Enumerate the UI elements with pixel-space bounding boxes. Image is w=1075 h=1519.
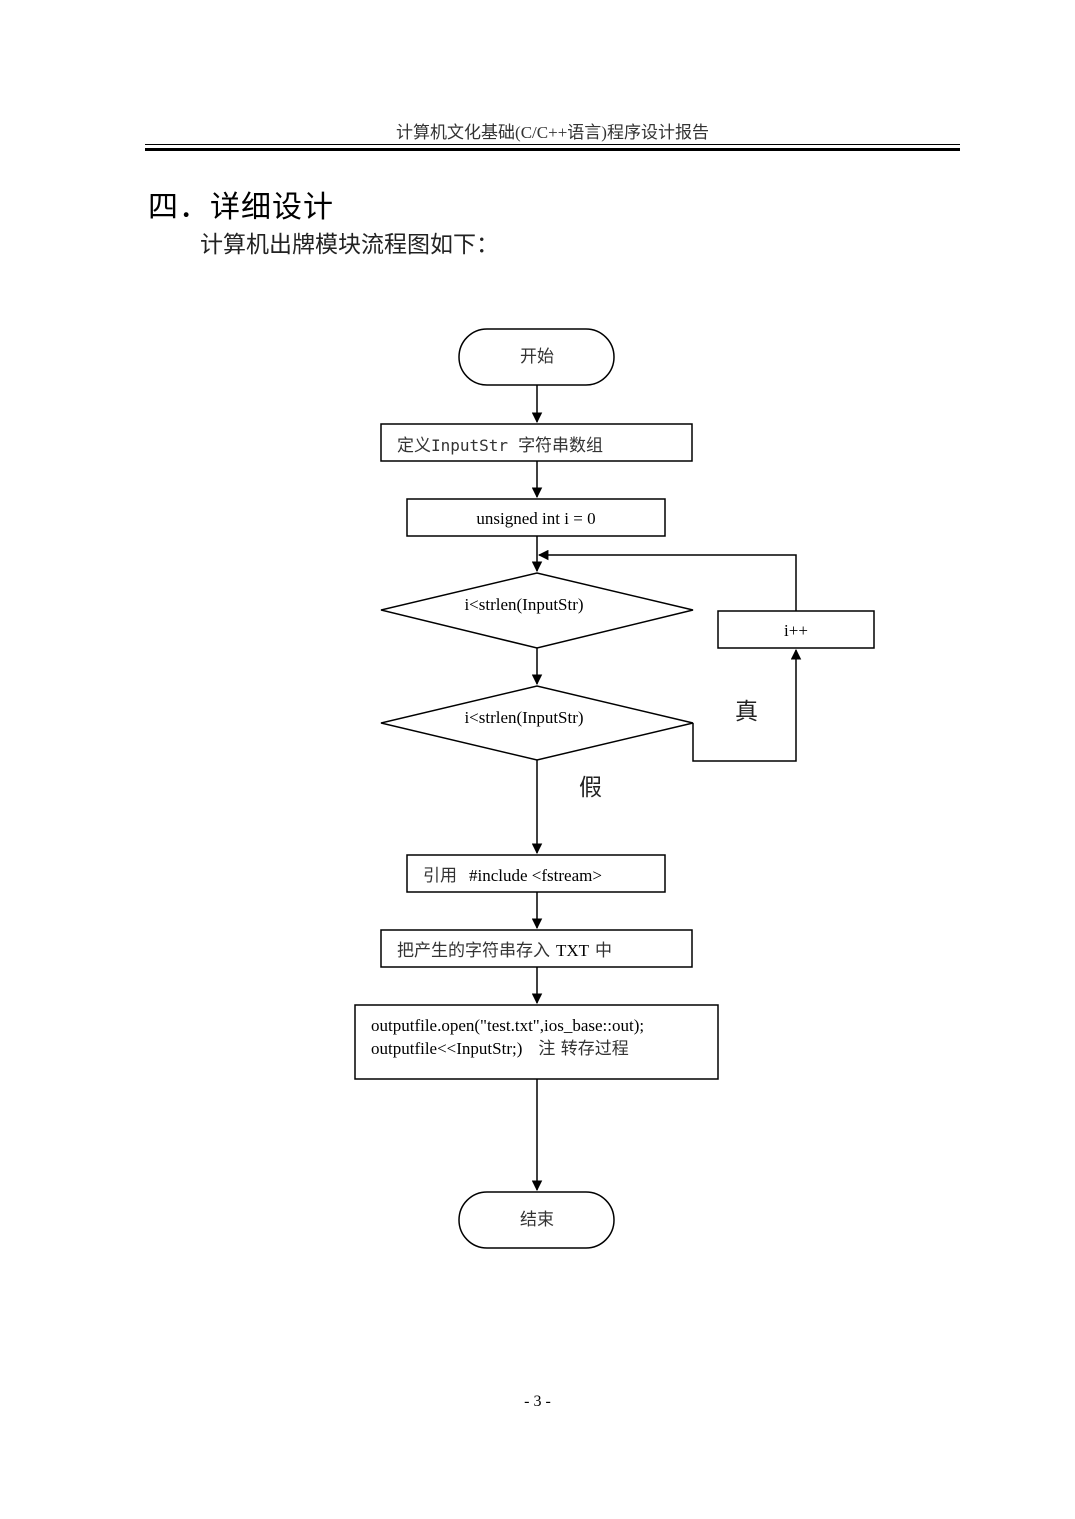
output-line-2-code: outputfile<<InputStr;) <box>371 1039 522 1058</box>
define-prefix: 定义 <box>397 436 431 456</box>
output-line-2-note: 注 转存过程 <box>538 1039 628 1059</box>
section-intro: 计算机出牌模块流程图如下： <box>200 232 499 258</box>
page-number: - 3 - <box>524 1393 551 1410</box>
end-terminal: 结束 <box>458 1191 615 1249</box>
branch-false-label: 假 <box>579 775 602 801</box>
define-var: InputStr <box>431 436 508 455</box>
arrow-true-to-increment <box>692 648 802 762</box>
arrow-loop-back <box>537 549 797 611</box>
increment-box: i++ <box>717 610 875 649</box>
start-terminal: 开始 <box>458 328 615 386</box>
header-rule-thin <box>145 144 960 145</box>
store-label: 把产生的字符串存入 TXT 中 <box>397 941 612 961</box>
start-label: 开始 <box>520 347 554 367</box>
include-code: #include <fstream> <box>469 866 602 885</box>
branch-true-label: 真 <box>735 699 758 725</box>
output-line-2: outputfile<<InputStr;) 注 转存过程 <box>371 1039 629 1059</box>
report-header-title: 计算机文化基础(C/C++语言)程序设计报告 <box>396 123 709 142</box>
init-label: unsigned int i = 0 <box>476 509 595 528</box>
end-label: 结束 <box>520 1210 554 1230</box>
output-file-box: outputfile.open("test.txt",ios_base::out… <box>354 1004 719 1080</box>
define-label: 定义InputStr 字符串数组 <box>397 436 603 456</box>
header-rule-thick <box>145 148 960 151</box>
store-to-txt-box: 把产生的字符串存入 TXT 中 <box>380 929 693 968</box>
include-fstream-box: 引用 #include <fstream> <box>406 854 666 893</box>
include-prefix: 引用 <box>423 866 457 886</box>
store-txt: TXT <box>556 941 590 960</box>
store-suffix: 中 <box>595 941 612 961</box>
output-line-1: outputfile.open("test.txt",ios_base::out… <box>371 1016 644 1035</box>
increment-label: i++ <box>784 621 808 640</box>
define-inputstr-box: 定义InputStr 字符串数组 <box>380 423 693 462</box>
loop-condition-diamond: i<strlen(InputStr) <box>380 572 694 649</box>
condition-2-label: i<strlen(InputStr) <box>464 708 583 727</box>
define-suffix: 字符串数组 <box>518 436 603 456</box>
include-label: 引用 #include <fstream> <box>423 866 602 886</box>
branch-condition-diamond: i<strlen(InputStr) <box>380 685 694 761</box>
condition-1-label: i<strlen(InputStr) <box>464 595 583 614</box>
init-counter-box: unsigned int i = 0 <box>406 498 666 537</box>
section-title: 四．详细设计 <box>148 190 334 225</box>
store-prefix: 把产生的字符串存入 <box>397 941 550 961</box>
